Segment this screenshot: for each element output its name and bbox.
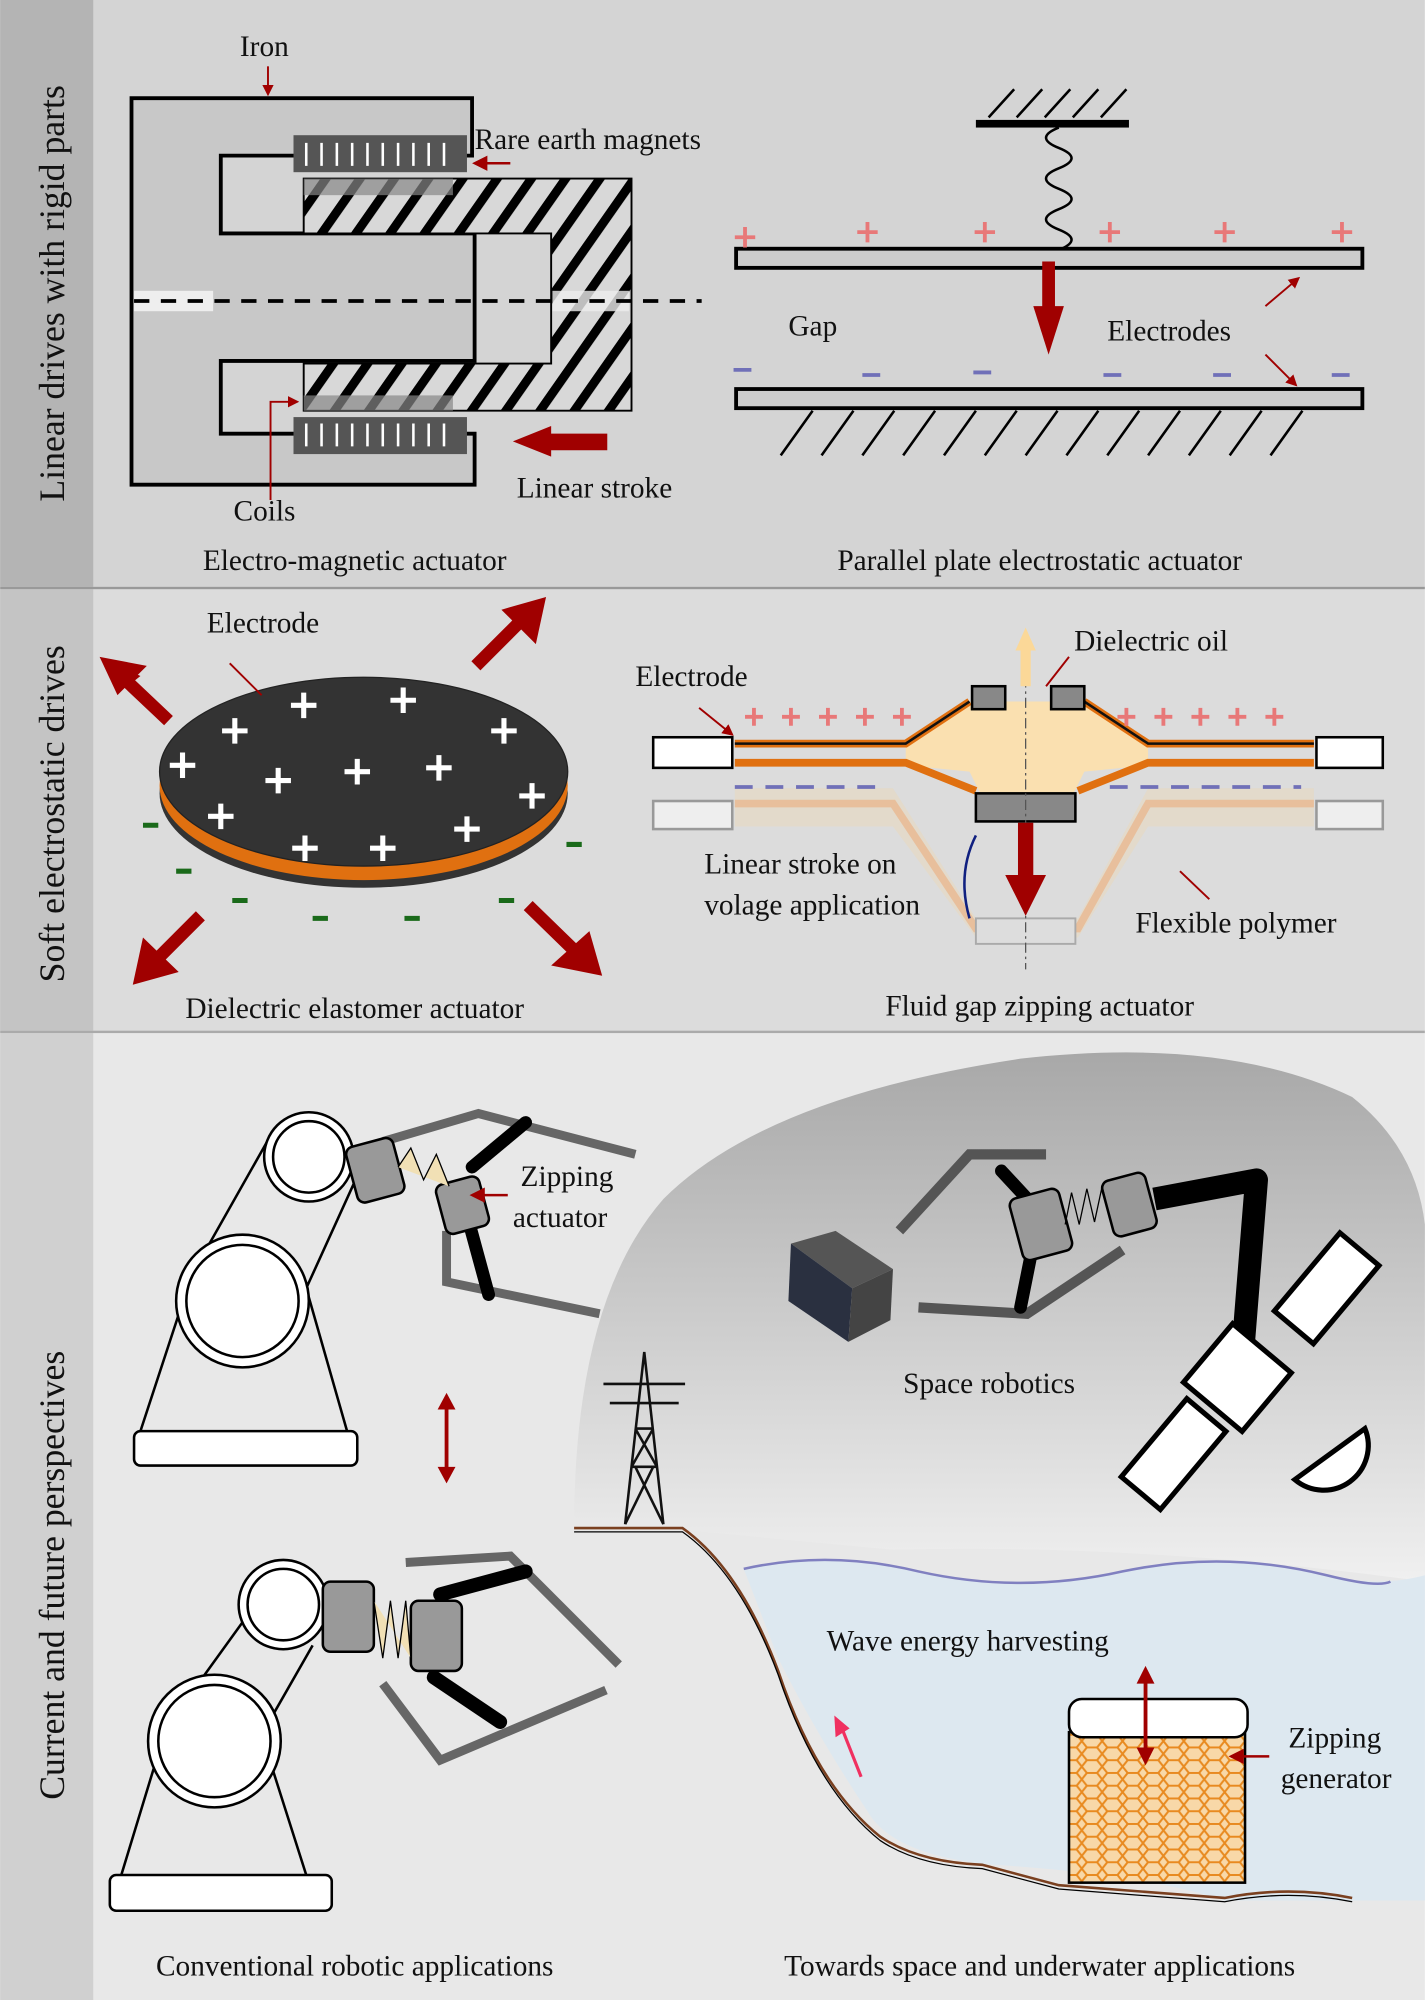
section-title-soft: Soft electrostatic drives bbox=[32, 645, 72, 982]
label-rare-earth-magnets: Rare earth magnets bbox=[475, 124, 701, 156]
space-gripper bbox=[895, 1149, 1268, 1341]
label-zipping-generator-2: generator bbox=[1281, 1763, 1392, 1795]
zipping-generator bbox=[1067, 1665, 1270, 1884]
label-linear-stroke: Linear stroke bbox=[517, 472, 673, 504]
electromagnetic-actuator-diagram: Iron Rare earth magnets Coils Linear str… bbox=[129, 31, 702, 577]
seabed-cable bbox=[574, 1526, 1353, 1900]
magnet-bottom bbox=[293, 417, 467, 455]
label-flexible-polymer: Flexible polymer bbox=[1135, 907, 1336, 939]
label-dielectric-oil: Dielectric oil bbox=[1074, 626, 1228, 658]
label-zipping-generator-1: Zipping bbox=[1288, 1722, 1381, 1754]
caption-dielectric-elastomer-actuator: Dielectric elastomer actuator bbox=[185, 993, 524, 1025]
label-linear-stroke-1: Linear stroke on bbox=[704, 849, 897, 881]
cubesat-icon bbox=[788, 1230, 893, 1342]
label-zipping-2: actuator bbox=[513, 1202, 608, 1234]
linear-stroke-arrow bbox=[512, 426, 608, 457]
double-arrow-icon bbox=[437, 1392, 456, 1484]
dielectric-elastomer-diagram: Electrode Dielectric elastomer actuator bbox=[99, 596, 603, 1025]
section-title-rigid: Linear drives with rigid parts bbox=[32, 85, 72, 501]
caption-fluid-gap-zipping-actuator: Fluid gap zipping actuator bbox=[885, 990, 1194, 1022]
sidebar-rigid bbox=[0, 0, 94, 587]
label-zipping-1: Zipping bbox=[521, 1161, 614, 1193]
label-electrodes: Electrodes bbox=[1107, 316, 1231, 348]
sidebar-soft bbox=[0, 589, 94, 1031]
label-linear-stroke-2: volage application bbox=[704, 890, 920, 922]
label-space-robotics: Space robotics bbox=[903, 1368, 1075, 1400]
power-pylon-icon bbox=[603, 1351, 686, 1525]
satellite-icon bbox=[1117, 1229, 1383, 1514]
label-coils: Coils bbox=[234, 495, 296, 527]
label-wave-energy: Wave energy harvesting bbox=[827, 1626, 1109, 1658]
section-title-future: Current and future perspectives bbox=[32, 1351, 72, 1800]
caption-electromagnetic-actuator: Electro-magnetic actuator bbox=[203, 545, 507, 577]
caption-space-underwater: Towards space and underwater application… bbox=[784, 1951, 1295, 1983]
label-electrode-dea: Electrode bbox=[207, 608, 319, 640]
label-iron: Iron bbox=[240, 31, 289, 63]
magnet-top bbox=[293, 135, 467, 173]
caption-conventional-robotics: Conventional robotic applications bbox=[156, 1951, 553, 1983]
robot-arm-lower bbox=[108, 1551, 622, 1912]
parallel-plate-diagram: Gap Electrodes Parallel plate electrosta… bbox=[733, 88, 1365, 577]
robot-arm-upper: Zipping actuator bbox=[132, 1108, 637, 1467]
label-electrode-zipping: Electrode bbox=[635, 661, 747, 693]
sidebar-future bbox=[0, 1033, 94, 2000]
caption-parallel-plate-actuator: Parallel plate electrostatic actuator bbox=[837, 545, 1242, 577]
zipping-actuator-diagram: Electrode Dielectric oil Linear stroke o… bbox=[635, 626, 1385, 1022]
label-gap: Gap bbox=[788, 310, 837, 342]
bottom-electrode-plate bbox=[734, 387, 1365, 411]
